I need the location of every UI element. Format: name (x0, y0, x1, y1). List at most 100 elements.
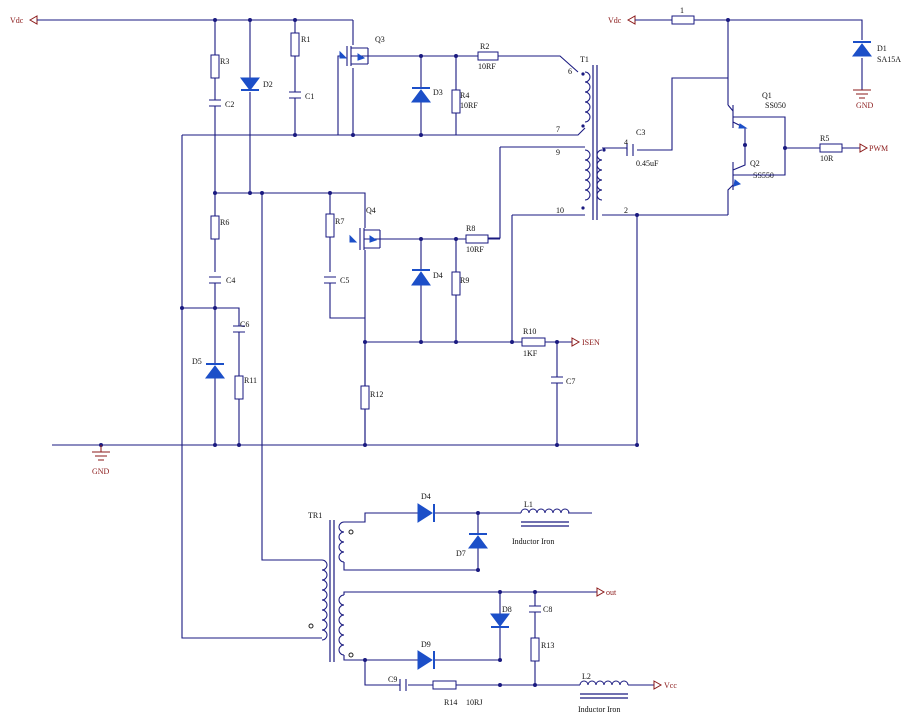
l1-label: L1 (524, 500, 533, 509)
diode-d2 (240, 77, 260, 91)
resistor-r8 (465, 234, 489, 244)
vdc-right-label: Vdc (608, 16, 622, 25)
c5-label: C5 (340, 276, 349, 285)
resistor-r5 (819, 143, 843, 153)
tr1-label: TR1 (308, 511, 322, 520)
r14-label: R14 (444, 698, 457, 707)
d5-label: D5 (192, 357, 202, 366)
vdc-input-port-right: Vdc (608, 15, 636, 25)
vdc-input-port-left: Vdc (10, 15, 38, 25)
inductor-l1 (520, 508, 570, 527)
mosfet-q4 (349, 228, 381, 250)
isen-label: ISEN (582, 338, 600, 347)
r8-label: R8 (466, 224, 475, 233)
l2-value: Inductor Iron (578, 705, 620, 714)
r9-label: R9 (460, 276, 469, 285)
r4-value: 10RF (460, 101, 478, 110)
d1-label: D1 (877, 44, 887, 53)
pin-10: 10 (556, 206, 564, 215)
d7-label: D7 (456, 549, 466, 558)
c8-label: C8 (543, 605, 552, 614)
r-top-label: 1 (680, 6, 684, 15)
diode-d1 (852, 43, 872, 57)
r8-value: 10RF (466, 245, 484, 254)
resistor-r9 (451, 271, 461, 296)
ground-symbol-right (853, 89, 871, 99)
resistor-r6 (210, 215, 220, 240)
pin-4: 4 (624, 138, 628, 147)
pin-6: 6 (568, 67, 572, 76)
q1-value: SS050 (765, 101, 786, 110)
vout-port: out (596, 587, 617, 597)
resistor-r12 (360, 385, 370, 410)
diode-d3 (411, 89, 431, 103)
resistor-r3 (210, 54, 220, 79)
r3-label: R3 (220, 57, 229, 66)
r2-label: R2 (480, 42, 489, 51)
t1-label: T1 (580, 55, 589, 64)
resistor-r13 (530, 637, 540, 662)
transformer-tr1 (308, 520, 354, 662)
gnd-main-label: GND (92, 467, 110, 476)
resistor-r4 (451, 89, 461, 114)
pwm-label: PWM (869, 144, 888, 153)
transistor-q2 (727, 145, 746, 215)
d2-label: D2 (263, 80, 273, 89)
c3-label: C3 (636, 128, 645, 137)
r10-label: R10 (523, 327, 536, 336)
r10-value: 1KF (523, 349, 538, 358)
vdc-left-label: Vdc (10, 16, 24, 25)
resistor-top (671, 15, 695, 25)
r4-label: R4 (460, 91, 469, 100)
q2-label: Q2 (750, 159, 760, 168)
pwm-port: PWM (859, 143, 888, 153)
r12-label: R12 (370, 390, 383, 399)
r5-label: R5 (820, 134, 829, 143)
c7-label: C7 (566, 377, 575, 386)
resistor-r2 (477, 51, 499, 61)
ground-symbol-main (92, 445, 110, 461)
c1-label: C1 (305, 92, 314, 101)
r11-label: R11 (244, 376, 257, 385)
mosfet-q3 (339, 46, 369, 66)
diode-d9 (417, 650, 433, 670)
r6-label: R6 (220, 218, 229, 227)
resistor-r11 (234, 375, 244, 400)
diode-d6 (417, 503, 433, 523)
l2-label: L2 (582, 672, 591, 681)
diode-d8 (490, 613, 510, 627)
q1-label: Q1 (762, 91, 772, 100)
r13-label: R13 (541, 641, 554, 650)
d9-label: D9 (421, 640, 431, 649)
r2-value: 10RF (478, 62, 496, 71)
d6-label: D4 (421, 492, 431, 501)
d4-label: D4 (433, 271, 443, 280)
r1-label: R1 (301, 35, 310, 44)
resistor-r7 (325, 213, 335, 238)
inductor-l2 (579, 680, 629, 699)
l1-value: Inductor Iron (512, 537, 554, 546)
diode-d4 (411, 271, 431, 286)
gnd-right-label: GND (856, 101, 874, 110)
c3-value: 0.45uF (636, 159, 659, 168)
c6-label: C6 (240, 320, 249, 329)
q3-label: Q3 (375, 35, 385, 44)
diode-d5 (205, 365, 225, 379)
q4-label: Q4 (366, 206, 376, 215)
pin-9: 9 (556, 148, 560, 157)
d1-value: SA15A (877, 55, 901, 64)
pin-2: 2 (624, 206, 628, 215)
c9-label: C9 (388, 675, 397, 684)
vout-label: out (606, 588, 617, 597)
r7-label: R7 (335, 217, 344, 226)
vcc-port: Vcc (653, 680, 677, 690)
c4-label: C4 (226, 276, 235, 285)
transistor-q1 (727, 104, 748, 145)
resistor-r1 (290, 32, 300, 57)
isen-port: ISEN (571, 337, 600, 347)
c2-label: C2 (225, 100, 234, 109)
d3-label: D3 (433, 88, 443, 97)
transformer-t1 (581, 65, 606, 220)
vcc-label: Vcc (664, 681, 677, 690)
